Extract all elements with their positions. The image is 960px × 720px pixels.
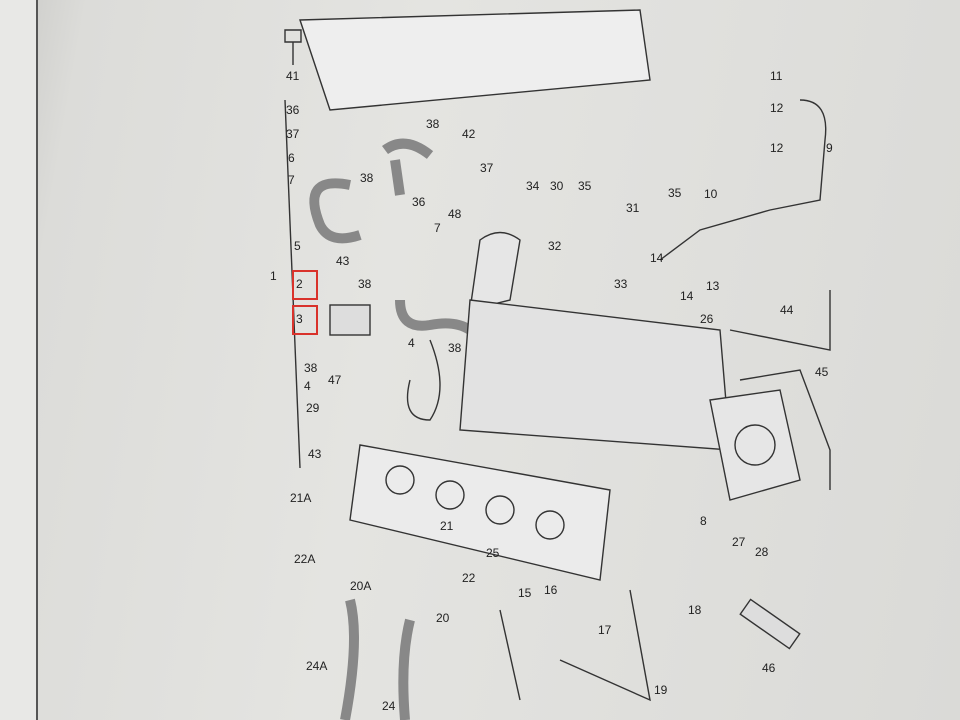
turbo-flange [709,389,801,501]
part-label-14: 14 [650,251,664,265]
part-label-2: 2 [296,277,303,291]
part-label-48: 48 [448,207,462,221]
part-label-26: 26 [700,312,714,326]
part-label-8: 8 [700,514,707,528]
part-label-6: 6 [288,151,295,165]
turbo-inlet [469,231,521,311]
highlight-box-part-2 [292,270,318,300]
part-label-24a: 24A [306,659,328,673]
part-label-13: 13 [706,279,720,293]
part-label-36: 36 [286,103,300,117]
part-label-5: 5 [294,239,301,253]
part-label-29: 29 [306,401,320,415]
part-label-12: 12 [770,101,784,115]
page-margin [0,0,36,720]
part-label-9: 9 [826,141,833,155]
part-label-19: 19 [654,683,668,697]
highlight-box-part-3 [292,305,318,335]
part-label-35: 35 [578,179,592,193]
part-label-3: 3 [296,312,303,326]
part-label-36: 36 [412,195,426,209]
part-label-38: 38 [360,171,374,185]
part-label-20: 20 [436,611,450,625]
part-label-43: 43 [308,447,322,461]
part-label-4: 4 [408,336,415,350]
part-label-20a: 20A [350,579,372,593]
fuel-rail [299,9,651,111]
line-9 [659,99,827,261]
part-label-22a: 22A [294,552,316,566]
part-label-21a: 21A [290,491,312,505]
line-45 [739,369,831,490]
part-label-47: 47 [328,373,342,387]
part-label-38: 38 [426,117,440,131]
part-label-46: 46 [762,661,776,675]
pipe-20 [340,598,415,720]
part-label-14: 14 [680,289,694,303]
hose-6 [382,138,434,196]
part-label-38: 38 [448,341,462,355]
part-label-37: 37 [480,161,494,175]
part-label-35: 35 [668,186,682,200]
valve-3 [329,304,371,336]
part-label-28: 28 [755,545,769,559]
part-label-7: 7 [434,221,441,235]
part-label-15: 15 [518,586,532,600]
part-label-45: 45 [815,365,829,379]
part-label-43: 43 [336,254,350,268]
hose-4 [395,299,473,335]
part-label-17: 17 [598,623,612,637]
part-label-38: 38 [304,361,318,375]
part-label-12: 12 [770,141,784,155]
part-label-37: 37 [286,127,300,141]
part-label-31: 31 [626,201,640,215]
seal-29 [406,339,441,421]
part-label-30: 30 [550,179,564,193]
part-label-33: 33 [614,277,628,291]
part-label-21: 21 [440,519,454,533]
part-label-44: 44 [780,303,794,317]
bracket-17 [499,589,651,702]
line-44 [729,290,831,351]
part-label-38: 38 [358,277,372,291]
part-label-32: 32 [548,239,562,253]
part-label-16: 16 [544,583,558,597]
part-label-25: 25 [486,546,500,560]
hose-5 [309,178,362,244]
part-label-10: 10 [704,187,718,201]
part-label-42: 42 [462,127,476,141]
part-label-27: 27 [732,535,746,549]
part-label-18: 18 [688,603,702,617]
part-label-41: 41 [286,69,300,83]
part-label-22: 22 [462,571,476,585]
exhaust-manifold [459,299,731,451]
part-label-24: 24 [382,699,396,713]
part-label-4: 4 [304,379,311,393]
gasket-25 [349,444,611,581]
part-label-34: 34 [526,179,540,193]
part-label-7: 7 [288,173,295,187]
page-edge-line [36,0,38,720]
tube-46 [739,598,801,650]
part-label-11: 11 [770,69,783,83]
bolt-41 [284,29,302,65]
part-label-1: 1 [270,269,277,283]
